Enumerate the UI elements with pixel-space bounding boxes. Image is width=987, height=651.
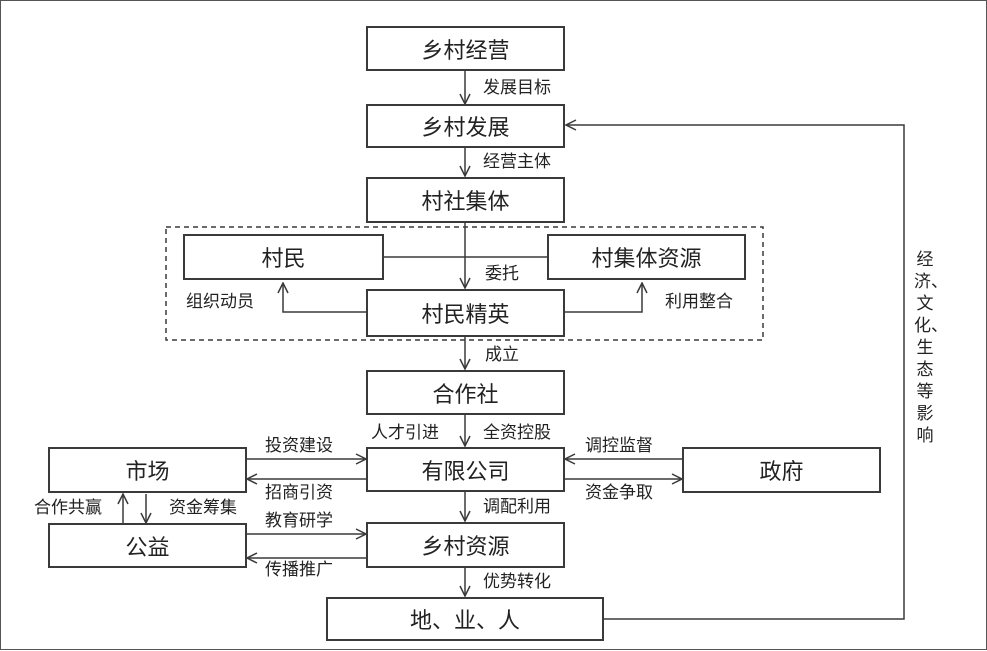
label-fund-raising: 资金筹集: [169, 498, 237, 518]
box-cooperative: 合作社: [366, 370, 565, 415]
box-rural-development: 乡村发展: [366, 104, 565, 148]
box-rural-resources: 乡村资源: [366, 522, 565, 568]
label-development-goal: 发展目标: [483, 78, 551, 98]
label-full-holding: 全资控股: [483, 423, 551, 443]
box-limited-company: 有限公司: [366, 447, 565, 492]
box-village-elite: 村民精英: [366, 289, 565, 337]
label-investment-construction: 投资建设: [265, 436, 333, 456]
box-village-collective: 村社集体: [366, 177, 565, 223]
box-rural-operation: 乡村经营: [366, 26, 565, 71]
label-investment-attraction: 招商引资: [265, 483, 333, 503]
box-public-welfare: 公益: [48, 523, 247, 568]
label-utilize-integrate: 利用整合: [665, 292, 733, 312]
label-fund-striving: 资金争取: [585, 483, 653, 503]
label-win-win-cooperation: 合作共赢: [34, 498, 102, 518]
arrow-feedback-loop: [566, 125, 905, 620]
label-operating-subject: 经营主体: [483, 152, 551, 172]
label-allocate-utilize: 调配利用: [483, 497, 551, 517]
label-organize-mobilize: 组织动员: [186, 292, 254, 312]
label-regulation-supervision: 调控监督: [585, 436, 653, 456]
label-dissemination-promotion: 传播推广: [265, 560, 333, 580]
box-land-industry-people: 地、业、人: [326, 597, 604, 641]
box-collective-resources: 村集体资源: [547, 234, 746, 280]
label-entrust: 委托: [485, 264, 519, 284]
box-villagers: 村民: [183, 234, 384, 280]
arrow-elite-to-collective-resources: [565, 283, 642, 313]
label-advantage-transform: 优势转化: [483, 572, 551, 592]
box-market: 市场: [48, 447, 247, 493]
arrow-elite-to-villagers: [283, 283, 367, 313]
label-education-research: 教育研学: [265, 511, 333, 531]
box-government: 政府: [682, 447, 881, 493]
label-feedback-influence: 经济、文化、生态等影响: [914, 250, 948, 446]
label-establish: 成立: [485, 345, 519, 365]
label-talent-introduction: 人才引进: [371, 423, 439, 443]
